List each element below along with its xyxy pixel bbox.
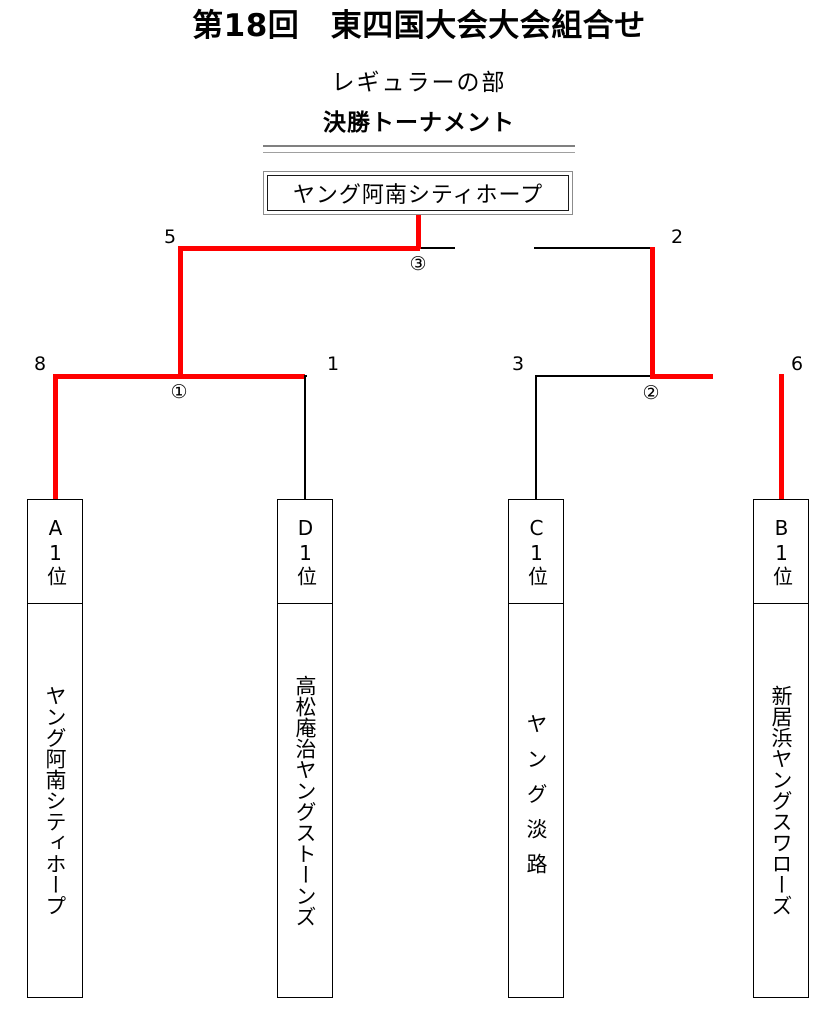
team-name-box-b1: 新居浜ヤングスワローズ <box>753 604 809 998</box>
team-rank-text-c1: C1位 <box>509 500 563 603</box>
team-rank-text-b1: B1位 <box>754 500 808 603</box>
team-name-label-a1: ヤング阿南シティホープ <box>43 685 68 916</box>
champion-label: ヤング阿南シティホープ <box>267 175 569 211</box>
match2-bar-red <box>650 374 713 379</box>
match2-bar-black <box>536 375 652 377</box>
team-rank-box-b1: B1位 <box>753 499 809 604</box>
match1-bar-red <box>53 374 305 379</box>
team-name-label-b1: 新居浜ヤングスワローズ <box>769 685 794 916</box>
semifinal-left-riser <box>178 246 183 376</box>
team-rank-box-d1: D1位 <box>277 499 333 604</box>
match2-left-riser <box>535 375 537 500</box>
seed-label-8: 8 <box>33 353 47 375</box>
champion-box: ヤング阿南シティホープ <box>263 171 573 215</box>
team-rank-box-c1: C1位 <box>508 499 564 604</box>
match1-right-riser <box>304 375 306 500</box>
seed-label-6: 6 <box>790 353 804 375</box>
team-name-box-a1: ヤング阿南シティホープ <box>27 604 83 998</box>
team-rank-text-d1: D1位 <box>278 500 332 603</box>
match-number-3: ③ <box>409 253 427 275</box>
final-bar-right <box>534 247 653 249</box>
seed-label-1: 1 <box>326 353 340 375</box>
match-number-1: ① <box>170 381 188 403</box>
match1-bar-black <box>305 375 307 377</box>
team-name-box-d1: 高松庵治ヤングストーンズ <box>277 604 333 998</box>
final-bar-left-red <box>178 246 420 251</box>
team-name-text-a1: ヤング阿南シティホープ <box>28 604 82 997</box>
team-name-text-d1: 高松庵治ヤングストーンズ <box>278 604 332 997</box>
match-number-2: ② <box>642 382 660 404</box>
team-name-text-c1: ヤング淡路 <box>509 604 563 997</box>
title-double-rule <box>263 145 575 153</box>
seed-label-3: 3 <box>511 353 525 375</box>
team-name-label-d1: 高松庵治ヤングストーンズ <box>293 674 318 927</box>
team-rank-label-b1: B1位 <box>769 516 794 587</box>
seed-label-5: 5 <box>163 226 177 248</box>
semifinal-right-riser <box>650 247 655 376</box>
team-name-label-c1: ヤング淡路 <box>524 713 549 888</box>
team-rank-box-a1: A1位 <box>27 499 83 604</box>
team-name-text-b1: 新居浜ヤングスワローズ <box>754 604 808 997</box>
final-winner-stem <box>416 215 421 249</box>
subtitle-division: レギュラーの部 <box>331 70 507 96</box>
final-bar-left-stub <box>421 247 455 249</box>
team-name-box-c1: ヤング淡路 <box>508 604 564 998</box>
match2-right-riser-red <box>779 374 784 500</box>
team-rank-text-a1: A1位 <box>28 500 82 603</box>
page-title: 第18回 東四国大会大会組合せ <box>192 8 646 44</box>
seed-label-2: 2 <box>670 226 684 248</box>
subtitle-stage: 決勝トーナメント <box>323 110 515 136</box>
team-rank-label-a1: A1位 <box>43 516 68 587</box>
match1-left-riser-red <box>53 374 58 500</box>
team-rank-label-c1: C1位 <box>524 516 549 587</box>
team-rank-label-d1: D1位 <box>293 516 318 587</box>
